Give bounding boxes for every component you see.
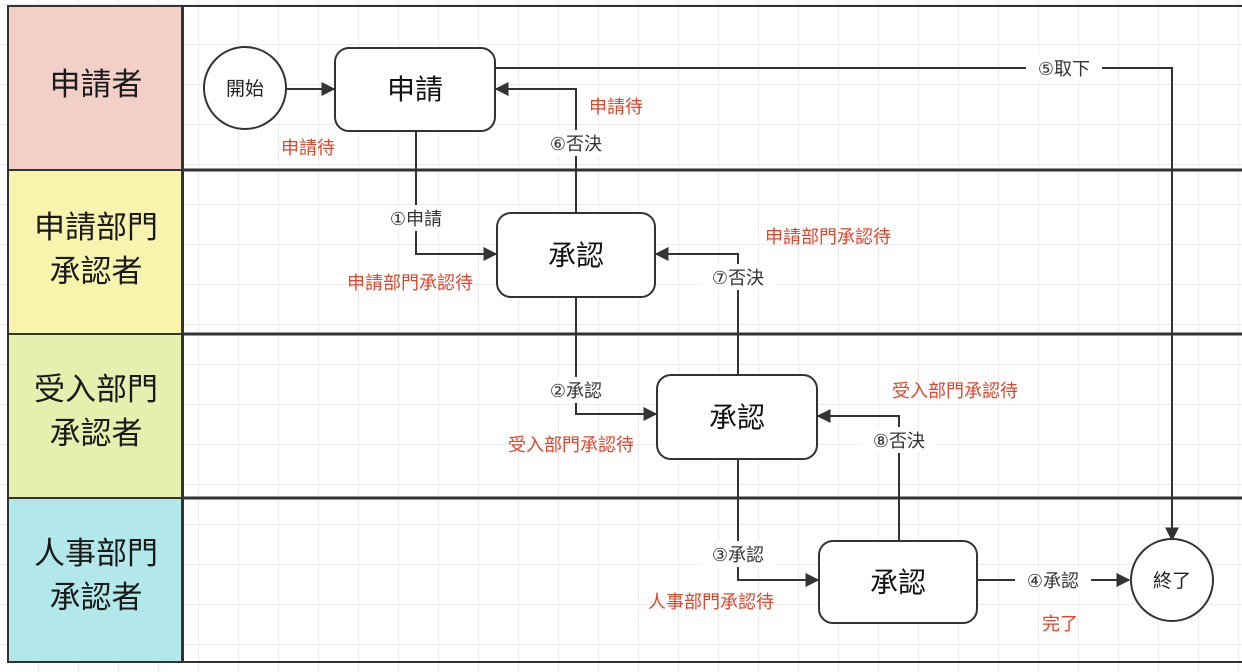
status-label-done: 完了 xyxy=(1042,614,1078,635)
end-node[interactable] xyxy=(1130,538,1214,622)
edge-label-bg-3 xyxy=(700,541,776,567)
edge-label-bg-6 xyxy=(538,130,614,156)
status-label-apply-wait-right: 申請待 xyxy=(589,97,643,118)
start-node-label: 開始 xyxy=(226,78,264,100)
edge-label-bg-1 xyxy=(378,205,454,231)
edge-label-bg-2 xyxy=(538,377,614,403)
dept-approve-node-label: 承認 xyxy=(548,239,604,272)
connector-5-withdraw xyxy=(496,67,1179,542)
receiving-approve-node[interactable] xyxy=(656,374,818,460)
status-label-receiving-wait-left: 受入部門承認待 xyxy=(508,435,634,456)
lane-label-applicant: 申請者 xyxy=(50,67,143,103)
lane-header-hr-approver xyxy=(7,497,183,663)
connector-2-dept-approve xyxy=(575,297,658,421)
receiving-approve-node-label: 承認 xyxy=(709,401,765,434)
status-label-apply-wait-left: 申請待 xyxy=(281,138,335,159)
status-label-dept-wait-left: 申請部門承認待 xyxy=(347,273,473,294)
edge-label-bg-8 xyxy=(861,427,937,453)
hr-approve-node-label: 承認 xyxy=(870,566,926,599)
start-node[interactable] xyxy=(203,46,287,130)
lane-label-hr-line2: 承認者 xyxy=(50,580,143,616)
connector-8-reject xyxy=(816,409,900,541)
lane-header-applicant xyxy=(7,5,183,171)
edge-label-3: ③承認 xyxy=(712,545,764,566)
apply-node[interactable] xyxy=(334,47,496,132)
edge-label-bg-4 xyxy=(1015,567,1091,593)
connector-1-apply xyxy=(415,131,498,261)
edge-label-4: ④承認 xyxy=(1027,571,1079,592)
lane-label-hr-line1: 人事部門 xyxy=(34,536,158,572)
status-label-receiving-wait-right: 受入部門承認待 xyxy=(892,381,1018,402)
edge-label-5: ⑤取下 xyxy=(1038,59,1090,80)
connector-6-reject xyxy=(494,82,577,213)
lane-label-receiving-line1: 受入部門 xyxy=(34,372,158,408)
lane-label-receiving-line2: 承認者 xyxy=(50,416,143,452)
edge-label-bg-7 xyxy=(700,264,776,290)
edge-label-6: ⑥否決 xyxy=(550,134,602,155)
end-node-label: 終了 xyxy=(1153,570,1191,592)
dept-approve-node[interactable] xyxy=(496,212,656,298)
apply-node-label: 申請 xyxy=(387,73,443,106)
edge-label-8: ⑧否決 xyxy=(873,431,925,452)
connector-7-reject xyxy=(654,247,739,375)
hr-approve-node[interactable] xyxy=(818,540,978,624)
edge-label-2: ②承認 xyxy=(550,381,602,402)
status-label-hr-wait: 人事部門承認待 xyxy=(648,592,774,613)
connector-3-receiving-approve xyxy=(737,459,820,587)
edge-label-bg-5 xyxy=(1026,55,1102,81)
lane-label-dept-line2: 承認者 xyxy=(50,254,143,290)
edge-label-1: ①申請 xyxy=(390,209,442,230)
edge-label-7: ⑦否決 xyxy=(712,268,764,289)
lane-header-receiving-approver xyxy=(7,333,183,499)
status-label-dept-wait-right: 申請部門承認待 xyxy=(765,227,891,248)
lane-label-dept-line1: 申請部門 xyxy=(34,210,158,246)
lane-header-dept-approver xyxy=(7,169,183,335)
